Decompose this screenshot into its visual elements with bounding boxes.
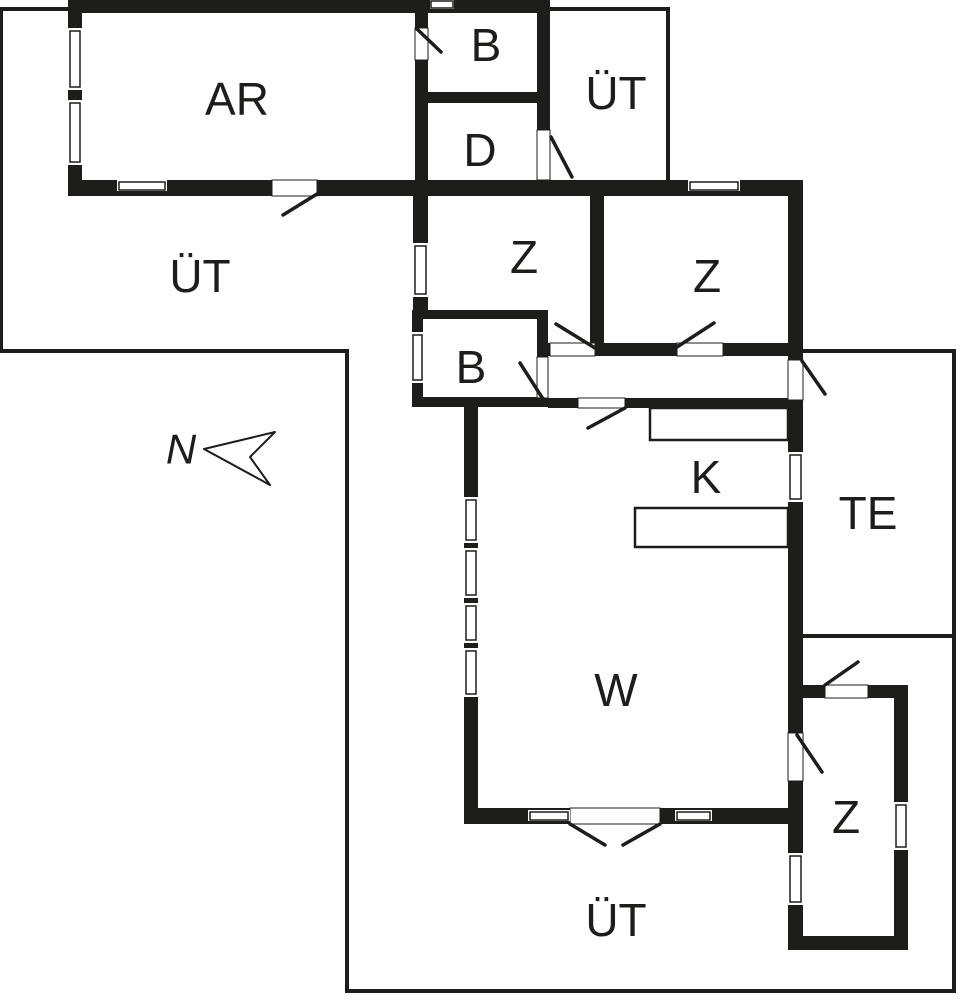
room-label-z-right: Z xyxy=(693,250,721,302)
window xyxy=(689,181,739,191)
room-label-z-annex: Z xyxy=(832,791,860,843)
door-opening xyxy=(271,179,318,197)
door-opening xyxy=(787,359,804,401)
door-swing xyxy=(586,406,627,430)
door-opening xyxy=(569,807,661,825)
room-label-ar: AR xyxy=(205,73,269,125)
window xyxy=(118,181,166,191)
door-opening xyxy=(676,342,724,357)
room-label-te: TE xyxy=(839,487,898,539)
window xyxy=(529,811,569,821)
wall-segment xyxy=(537,310,548,398)
wall-segment xyxy=(548,398,788,408)
window xyxy=(412,334,423,381)
room-label-z-left: Z xyxy=(510,231,538,283)
door-swing xyxy=(518,361,545,401)
door-opening xyxy=(536,129,551,181)
window xyxy=(465,605,477,641)
window xyxy=(430,0,454,9)
wall-segment xyxy=(68,0,550,13)
terrace-boundary-layer xyxy=(0,7,956,993)
room-label-d: D xyxy=(463,124,496,176)
window xyxy=(465,650,477,695)
door-opening xyxy=(577,397,626,409)
room-label-ut-bottom: ÜT xyxy=(585,894,646,946)
room-label-k: K xyxy=(691,451,722,503)
labels-layer: AR B ÜT D ÜT Z Z B K TE W Z ÜT xyxy=(169,19,897,946)
window xyxy=(69,30,81,88)
wall-segment xyxy=(415,92,537,103)
north-arrow-icon xyxy=(203,431,276,486)
door-opening xyxy=(787,732,804,782)
wall-segment xyxy=(590,196,604,356)
wall-segment xyxy=(788,360,803,950)
wall-segment xyxy=(788,936,908,950)
window xyxy=(465,499,477,541)
counters-layer xyxy=(633,406,790,549)
wall-segment xyxy=(68,180,803,196)
north-label: N xyxy=(166,426,197,473)
window xyxy=(676,811,711,821)
window xyxy=(789,454,802,500)
door-swing xyxy=(554,322,597,350)
window xyxy=(69,102,81,163)
door-swing xyxy=(675,321,716,349)
wall-segment xyxy=(788,685,825,698)
kitchen-counter xyxy=(633,506,790,549)
door-swing xyxy=(568,822,607,847)
openings-layer xyxy=(271,27,869,825)
window xyxy=(414,245,427,295)
door-opening xyxy=(824,684,869,699)
door-swing xyxy=(795,733,824,774)
wall-segment xyxy=(412,310,548,319)
wall-segment xyxy=(412,397,548,407)
room-label-w: W xyxy=(594,664,638,716)
room-label-ut-topright: ÜT xyxy=(585,67,646,119)
window xyxy=(789,855,802,903)
window xyxy=(895,804,907,848)
door-swing xyxy=(415,27,443,54)
door-swing xyxy=(621,822,662,847)
doors-layer xyxy=(281,27,860,847)
room-label-ut-left: ÜT xyxy=(169,250,230,302)
door-swing xyxy=(549,135,574,179)
window xyxy=(465,550,477,596)
door-swing xyxy=(823,660,860,687)
kitchen-counter xyxy=(648,406,790,442)
room-label-b-top: B xyxy=(471,19,502,71)
door-swing xyxy=(800,359,827,396)
north-arrow: N xyxy=(166,426,276,486)
door-swing xyxy=(281,192,319,217)
wall-segment xyxy=(788,182,803,360)
room-label-b-mid: B xyxy=(456,341,487,393)
windows-layer xyxy=(68,0,908,905)
